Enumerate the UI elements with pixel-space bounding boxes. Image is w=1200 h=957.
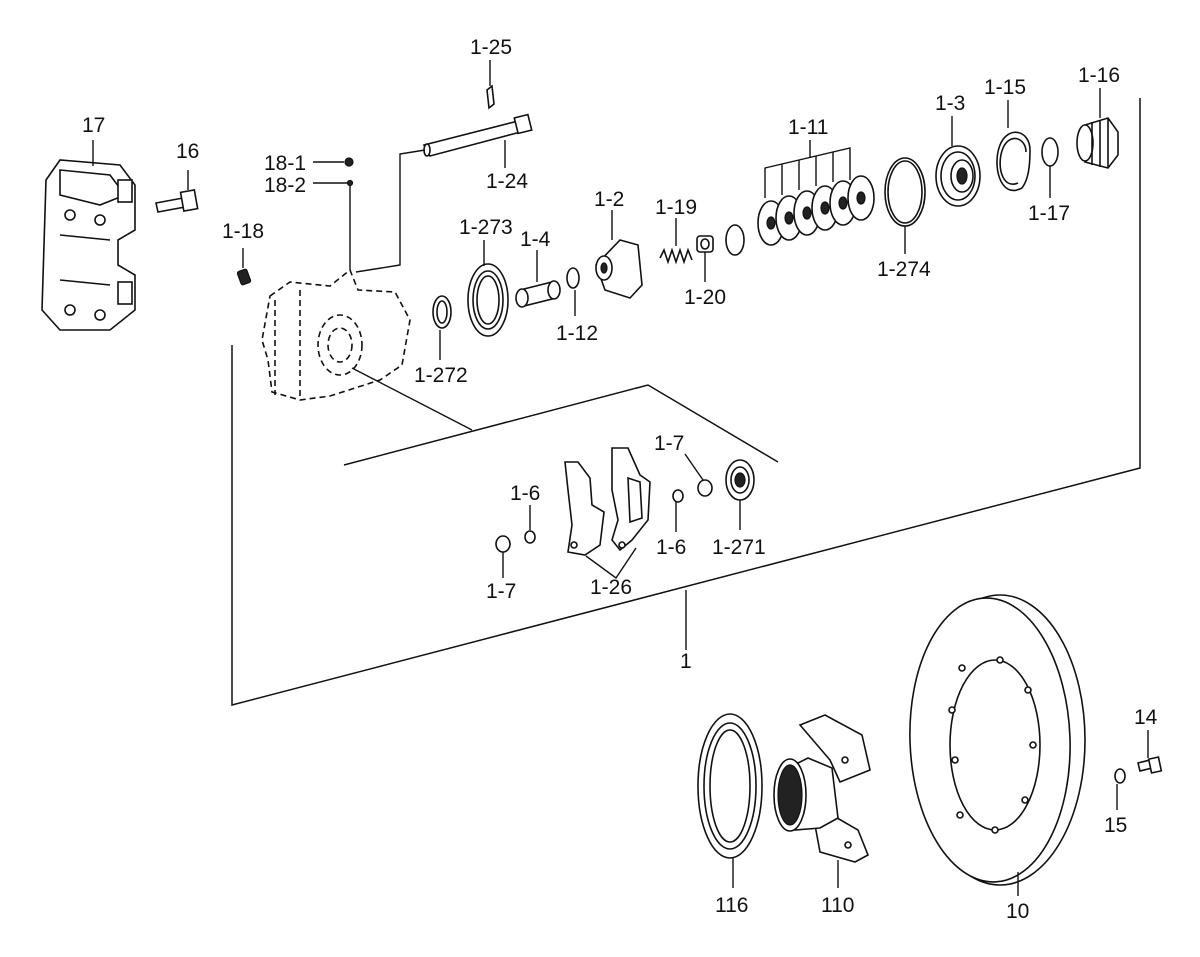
bolt-14 [1137,756,1163,774]
nut-1-20 [696,235,714,253]
washer-ring [725,224,745,256]
label-1-271: 1-271 [712,536,766,559]
label-15: 15 [1104,814,1127,837]
washer-15 [1114,768,1126,784]
label-10: 10 [1006,900,1029,923]
adjuster-1-2 [595,239,643,299]
bearing-1-3 [935,145,981,207]
bushing-1-7b [697,479,713,497]
label-1-6b: 1-6 [656,536,686,559]
leader-1-7b [684,453,704,481]
guide-pin-1-24 [422,113,533,157]
label-1-274: 1-274 [877,258,931,281]
dust-boot-1-273 [467,263,509,337]
spring-1-19 [659,247,693,265]
seal-1-271 [725,459,755,501]
bolt-16 [155,188,199,213]
part-18-1 [344,157,354,167]
label-1-15: 1-15 [984,76,1026,99]
label-14: 14 [1134,706,1158,729]
ring-1-17 [1041,137,1059,167]
caliper-housing-1 [261,268,411,401]
seal-ring-1-272 [432,295,452,329]
bleeder-1-18 [236,268,252,286]
bushing-1-6a [524,530,536,544]
label-1-11: 1-11 [788,116,828,139]
hub-adapter-110 [773,714,871,863]
label-1-26: 1-26 [590,576,632,599]
detail-leader [351,367,473,431]
label-1-12: 1-12 [556,322,598,345]
caliper-bracket-17 [41,159,136,331]
adjuster-cap-1-16 [1076,117,1119,169]
piston-1-4 [515,280,561,308]
label-18-2: 18-2 [264,174,306,197]
part-18-2 [346,179,354,187]
pads-1-26 [564,447,651,556]
o-ring-1-12 [566,267,580,289]
label-1-7a: 1-7 [486,580,516,603]
label-110: 110 [821,894,854,917]
pin-path [355,149,426,273]
label-116: 116 [715,894,748,917]
label-1-4: 1-4 [520,228,551,251]
label-18-1: 18-1 [264,152,306,175]
label-1-20: 1-20 [684,286,726,309]
pad-detail-frame [343,384,779,466]
clip-1-25 [486,84,495,110]
seal-116 [697,713,763,859]
label-1-18: 1-18 [222,220,264,243]
label-1-3: 1-3 [935,92,965,115]
bushing-1-6b [672,489,684,503]
disc-springs-1-11 [757,175,875,246]
label-1-6a: 1-6 [510,482,540,505]
leader-1-26 [585,547,637,579]
label-1-19: 1-19 [655,196,697,219]
brake-disc-10 [909,594,1086,886]
assembly-1-frame [231,98,1141,706]
label-1-16: 1-16 [1078,64,1120,87]
bushing-1-7a [495,535,511,553]
label-1-17: 1-17 [1028,202,1070,225]
label-16: 16 [176,140,199,163]
label-17: 17 [82,114,105,137]
label-1-24: 1-24 [486,170,528,193]
leaders-1-11 [764,140,851,198]
label-1-7b: 1-7 [654,432,684,455]
label-1-2: 1-2 [594,188,624,211]
snap-ring-1-15 [996,131,1031,192]
label-1: 1 [680,650,692,673]
retaining-ring-1-274 [884,157,926,227]
label-1-25: 1-25 [470,36,512,59]
label-1-273: 1-273 [459,216,513,239]
label-1-272: 1-272 [414,364,468,387]
